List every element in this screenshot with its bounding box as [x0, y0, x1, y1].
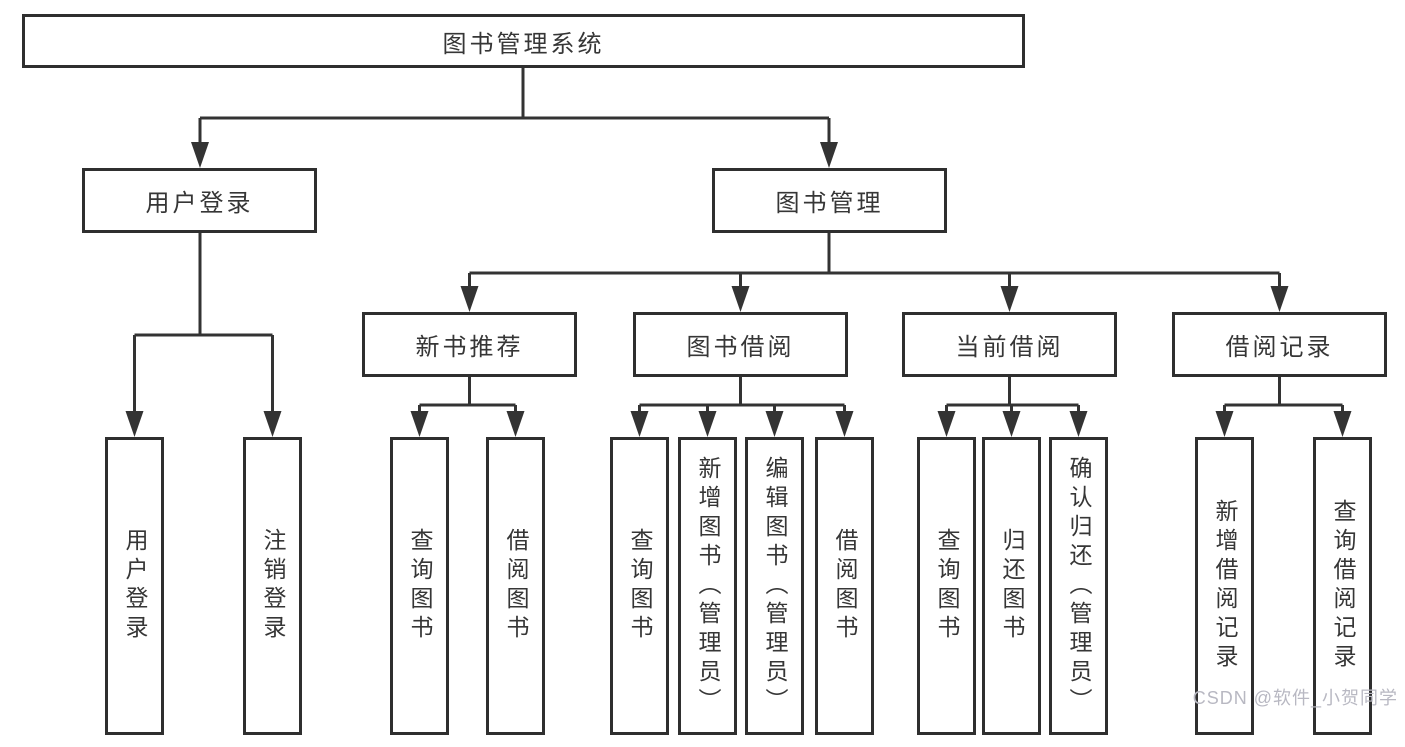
leaf-return-books: 归还图书: [982, 437, 1041, 735]
leaf-label: 新增借阅记录: [1212, 499, 1238, 673]
leaf-add-borrow-record: 新增借阅记录: [1195, 437, 1254, 735]
leaf-label: 借阅图书: [503, 528, 529, 644]
leaf-label: 新增图书（管理员）: [695, 455, 721, 717]
node-user-login: 用户登录: [82, 168, 317, 233]
node-label: 图书管理: [775, 190, 884, 217]
leaf-label: 借阅图书: [832, 528, 858, 644]
leaf-label: 查询借阅记录: [1330, 499, 1356, 673]
node-label: 借阅记录: [1225, 334, 1334, 361]
node-label: 新书推荐: [415, 334, 524, 361]
leaf-user-login: 用户登录: [105, 437, 164, 735]
node-label: 图书借阅: [686, 334, 795, 361]
leaf-borrow-books-2: 借阅图书: [815, 437, 874, 735]
node-label: 当前借阅: [955, 334, 1064, 361]
csdn-watermark: CSDN @软件_小贺同学: [1192, 688, 1398, 708]
leaf-edit-books-admin: 编辑图书（管理员）: [745, 437, 804, 735]
leaf-label: 查询图书: [627, 528, 653, 644]
node-root-library-system: 图书管理系统: [22, 14, 1025, 68]
leaf-query-books-3: 查询图书: [917, 437, 976, 735]
leaf-query-books-2: 查询图书: [610, 437, 669, 735]
leaf-label: 归还图书: [999, 528, 1025, 644]
leaf-add-books-admin: 新增图书（管理员）: [678, 437, 737, 735]
leaf-label: 用户登录: [122, 528, 148, 644]
leaf-label: 编辑图书（管理员）: [762, 455, 788, 717]
node-book-borrow: 图书借阅: [633, 312, 848, 377]
leaf-label: 查询图书: [407, 528, 433, 644]
node-current-borrow: 当前借阅: [902, 312, 1117, 377]
node-borrow-records: 借阅记录: [1172, 312, 1387, 377]
leaf-label: 查询图书: [934, 528, 960, 644]
node-new-book-recommend: 新书推荐: [362, 312, 577, 377]
node-label: 图书管理系统: [442, 30, 605, 58]
leaf-label: 注销登录: [260, 528, 286, 644]
leaf-label: 确认归还（管理员）: [1066, 455, 1092, 717]
leaf-borrow-books-1: 借阅图书: [486, 437, 545, 735]
leaf-query-borrow-record: 查询借阅记录: [1313, 437, 1372, 735]
node-label: 用户登录: [145, 190, 254, 217]
node-book-management: 图书管理: [712, 168, 947, 233]
leaf-logout: 注销登录: [243, 437, 302, 735]
leaf-confirm-return-admin: 确认归还（管理员）: [1049, 437, 1108, 735]
leaf-query-books-1: 查询图书: [390, 437, 449, 735]
